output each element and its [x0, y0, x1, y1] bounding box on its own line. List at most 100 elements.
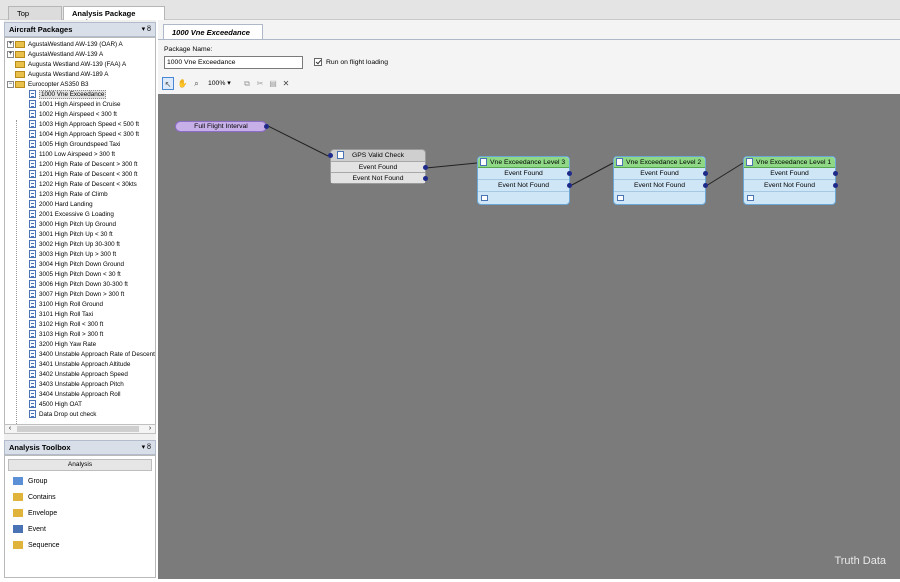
- pin-icon[interactable]: ▾ ȣ: [141, 444, 151, 451]
- input-port-icon[interactable]: [328, 153, 333, 158]
- output-port-icon[interactable]: [423, 176, 428, 181]
- level-node-3[interactable]: Vne Exceedance Level 3 Event Found Event…: [477, 156, 572, 205]
- tree-package-item[interactable]: 3102 High Roll < 300 ft: [29, 320, 103, 330]
- gps-row-event-found[interactable]: Event Found: [331, 161, 428, 172]
- expander-icon[interactable]: −: [7, 80, 14, 88]
- tree-package-item[interactable]: 1200 High Rate of Descent > 300 ft: [29, 160, 138, 170]
- pin-icon[interactable]: ▾ ȣ: [141, 26, 151, 33]
- tree-package-item[interactable]: 1201 High Rate of Descent < 300 ft: [29, 170, 138, 180]
- delete-icon[interactable]: ✕: [282, 79, 290, 88]
- tree-package-item[interactable]: 3003 High Pitch Up > 300 ft: [29, 250, 116, 260]
- aircraft-package-tree[interactable]: +AgustaWestland AW-139 (OAR) A+AgustaWes…: [4, 37, 156, 427]
- level-row-event-found[interactable]: Event Found: [614, 168, 708, 180]
- tree-package-item[interactable]: 1203 High Rate of Climb: [29, 190, 108, 200]
- tree-package-item[interactable]: 1100 Low Airspeed > 300 ft: [29, 150, 115, 160]
- tree-package-item[interactable]: 1001 High Airspeed in Cruise: [29, 100, 121, 110]
- tree-folder-item[interactable]: Augusta Westland AW-189 A: [7, 70, 108, 80]
- tree-package-item[interactable]: 3000 High Pitch Up Ground: [29, 220, 116, 230]
- toolbox-item-envelope[interactable]: Envelope: [13, 508, 57, 520]
- tree-package-item[interactable]: 1002 High Airspeed < 300 ft: [29, 110, 117, 120]
- toolbox-section-analysis[interactable]: Analysis: [8, 459, 152, 471]
- toolbox-item-group[interactable]: Group: [13, 476, 47, 488]
- tree-package-item[interactable]: 2000 Hard Landing: [29, 200, 93, 210]
- tree-package-item[interactable]: 3400 Unstable Approach Rate of Descent: [29, 350, 155, 360]
- scroll-thumb[interactable]: [17, 426, 139, 432]
- tree-package-item[interactable]: 3005 High Pitch Down < 30 ft: [29, 270, 121, 280]
- properties-icon[interactable]: [747, 195, 754, 201]
- output-port-icon[interactable]: [423, 165, 428, 170]
- tree-folder-item[interactable]: −Eurocopter AS350 B3: [7, 80, 89, 90]
- level-row-event-not-found[interactable]: Event Not Found: [744, 180, 838, 192]
- toolbox-item-contains[interactable]: Contains: [13, 492, 56, 504]
- tree-package-item[interactable]: 3403 Unstable Approach Pitch: [29, 380, 124, 390]
- start-node-full-flight-interval[interactable]: Full Flight Interval: [175, 121, 269, 132]
- tree-folder-item[interactable]: +AgustaWestland AW-139 A: [7, 50, 103, 60]
- tree-package-item[interactable]: 3402 Unstable Approach Speed: [29, 370, 128, 380]
- output-port-icon[interactable]: [703, 171, 708, 176]
- output-port-icon[interactable]: [264, 124, 269, 129]
- tree-package-item[interactable]: 1202 High Rate of Descent < 30kts: [29, 180, 137, 190]
- properties-icon[interactable]: [617, 195, 624, 201]
- zoom-dropdown[interactable]: 100% ▾: [208, 77, 231, 90]
- tree-package-item[interactable]: 3101 High Roll Taxi: [29, 310, 93, 320]
- gps-row-event-not-found[interactable]: Event Not Found: [331, 172, 428, 183]
- tree-package-item[interactable]: 1004 High Approach Speed < 300 ft: [29, 130, 139, 140]
- level-row-event-found[interactable]: Event Found: [744, 168, 838, 180]
- toolbox-item-event[interactable]: Event: [13, 524, 46, 536]
- level-row-event-not-found[interactable]: Event Not Found: [478, 180, 572, 192]
- level-row-label: Event Found: [504, 170, 543, 177]
- tree-package-item[interactable]: 1000 Vne Exceedance: [29, 90, 107, 100]
- tree-package-item[interactable]: 3006 High Pitch Down 30-300 ft: [29, 280, 128, 290]
- tab-analysis-package-designer[interactable]: Analysis Package Designer: [63, 6, 165, 27]
- expander-icon[interactable]: +: [7, 50, 14, 58]
- level-node-1[interactable]: Vne Exceedance Level 1 Event Found Event…: [743, 156, 838, 205]
- tree-package-item[interactable]: 3103 High Roll > 300 ft: [29, 330, 103, 340]
- output-port-icon[interactable]: [567, 171, 572, 176]
- tree-package-item[interactable]: 2001 Excessive G Loading: [29, 210, 114, 220]
- pan-hand-icon[interactable]: ✋: [177, 79, 188, 88]
- tree-package-item[interactable]: 3001 High Pitch Up < 30 ft: [29, 230, 113, 240]
- gps-valid-check-node[interactable]: GPS Valid Check Event Found Event Not Fo…: [328, 149, 428, 184]
- tree-package-item[interactable]: 3401 Unstable Approach Altitude: [29, 360, 130, 370]
- tree-item-label: 3400 Unstable Approach Rate of Descent: [39, 351, 155, 358]
- level-node-2[interactable]: Vne Exceedance Level 2 Event Found Event…: [613, 156, 708, 205]
- tree-package-item[interactable]: 1003 High Approach Speed < 500 ft: [29, 120, 139, 130]
- output-port-icon[interactable]: [833, 171, 838, 176]
- properties-icon[interactable]: [481, 195, 488, 201]
- level-row-event-not-found[interactable]: Event Not Found: [614, 180, 708, 192]
- tree-package-item[interactable]: 3007 High Pitch Down > 300 ft: [29, 290, 124, 300]
- tree-item-label: 3004 High Pitch Down Ground: [39, 261, 125, 268]
- copy-icon[interactable]: ⧉: [244, 79, 250, 88]
- level-row-event-found[interactable]: Event Found: [478, 168, 572, 180]
- design-canvas[interactable]: Full Flight Interval GPS Valid Check Eve…: [158, 94, 900, 579]
- output-port-icon[interactable]: [703, 183, 708, 188]
- tree-package-item[interactable]: 3100 High Roll Ground: [29, 300, 103, 310]
- pointer-tool-icon[interactable]: ↖: [162, 77, 174, 90]
- expander-icon[interactable]: +: [7, 40, 14, 48]
- paste-icon[interactable]: ▤: [269, 79, 277, 88]
- tab-package-document[interactable]: 1000 Vne Exceedance: [163, 24, 263, 39]
- tree-horizontal-scrollbar[interactable]: ‹ ›: [4, 424, 156, 434]
- tree-package-item[interactable]: 3002 High Pitch Up 30-300 ft: [29, 240, 120, 250]
- tree-folder-item[interactable]: Augusta Westland AW-139 (FAA) A: [7, 60, 126, 70]
- tree-package-item[interactable]: 4500 High OAT: [29, 400, 82, 410]
- run-on-flight-loading-checkbox[interactable]: [314, 58, 322, 67]
- tab-top-events[interactable]: Top Events: [8, 6, 62, 27]
- cut-icon[interactable]: ✂: [256, 79, 264, 88]
- tree-package-item[interactable]: 3200 High Yaw Rate: [29, 340, 96, 350]
- toolbox-item-sequence[interactable]: Sequence: [13, 540, 60, 552]
- scroll-left-icon[interactable]: ‹: [8, 425, 12, 432]
- output-port-icon[interactable]: [833, 183, 838, 188]
- zoom-magnifier-icon[interactable]: ⌕: [194, 79, 199, 88]
- package-name-input[interactable]: [164, 56, 303, 69]
- tree-package-item[interactable]: 1005 High Groundspeed Taxi: [29, 140, 120, 150]
- scroll-right-icon[interactable]: ›: [148, 425, 152, 432]
- left-panel: Aircraft Packages ▾ ȣ +AgustaWestland AW…: [4, 20, 156, 578]
- run-on-flight-loading-option[interactable]: Run on flight loading: [314, 58, 388, 68]
- tree-package-item[interactable]: Data Drop out check: [29, 410, 96, 420]
- tree-folder-item[interactable]: +AgustaWestland AW-139 (OAR) A: [7, 40, 123, 50]
- tree-package-item[interactable]: 3004 High Pitch Down Ground: [29, 260, 124, 270]
- output-port-icon[interactable]: [567, 183, 572, 188]
- package-editor: Package Name: Run on flight loading ↖ ✋ …: [158, 39, 900, 579]
- tree-package-item[interactable]: 3404 Unstable Approach Roll: [29, 390, 121, 400]
